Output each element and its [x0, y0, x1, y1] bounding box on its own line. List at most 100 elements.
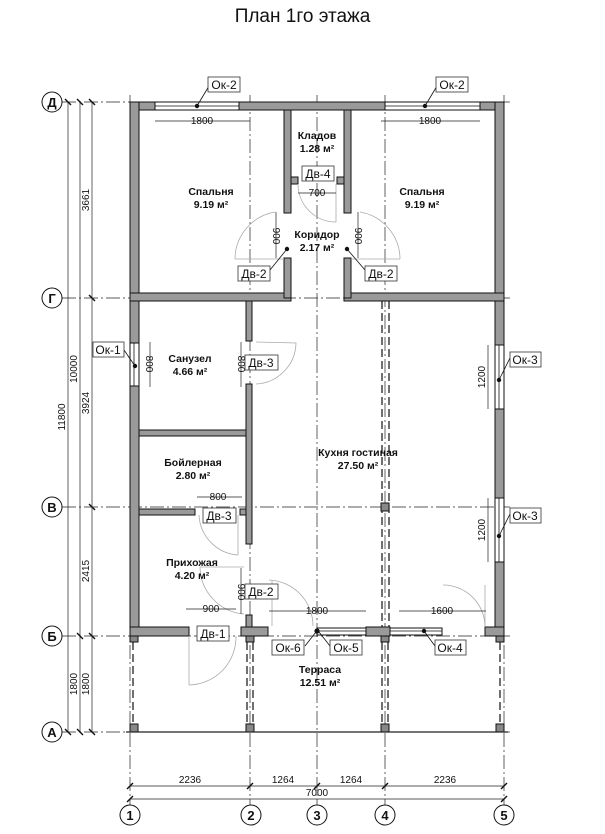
tag-dv2-hall: Дв-2 — [248, 585, 273, 599]
dim-overall-width: 7000 — [306, 788, 329, 799]
door-dv2-left-swing — [234, 211, 276, 260]
tick — [76, 728, 84, 736]
wall-g-right — [343, 292, 505, 302]
axis-label-v: В — [47, 500, 56, 515]
horizontal-dimensions: 2236 1264 1264 2236 7000 — [126, 775, 508, 803]
axis-label-5: 5 — [500, 808, 507, 823]
window-ok4 — [389, 627, 443, 636]
axis-label-1: 1 — [126, 808, 133, 823]
tag-ok5: Ок-5 — [333, 641, 359, 655]
opening-tags: Ок-2 Ок-2 Дв-4 Дв-2 Дв-2 Ок-1 Дв-3 Ок-3 — [92, 76, 542, 656]
axis-label-3: 3 — [313, 808, 320, 823]
window-ok3-top — [494, 344, 505, 410]
room-name-closet: Кладов — [298, 130, 337, 142]
tag-dv1: Дв-1 — [200, 627, 225, 641]
leader — [318, 631, 331, 647]
leader — [269, 248, 288, 271]
dim-v-b: 2415 — [81, 559, 92, 582]
post-a1 — [129, 723, 139, 733]
leader — [424, 85, 438, 107]
tag-dv2-right: Дв-2 — [368, 267, 393, 281]
tag-ok6: Ок-6 — [275, 641, 301, 655]
tick — [500, 795, 508, 803]
tick — [88, 503, 96, 511]
tag-dv2-left-box — [237, 265, 271, 282]
dim-b-a-outer: 1800 — [69, 672, 80, 695]
col-axis-lines — [129, 95, 505, 805]
tick — [246, 782, 254, 790]
wall-boiler-left — [138, 508, 196, 516]
wall-bottom-4 — [484, 626, 505, 637]
dim-c4-c5: 2236 — [434, 775, 457, 786]
tag-ok1: Ок-1 — [95, 343, 121, 357]
leader-dot — [284, 246, 290, 252]
post-b4 — [380, 635, 390, 643]
dim-door-dv1: 900 — [203, 604, 220, 615]
window-ok3-bottom — [494, 497, 505, 563]
tick — [76, 632, 84, 640]
wall-closet-stub-right — [336, 176, 345, 185]
dim-c3-c4: 1264 — [340, 775, 363, 786]
dim-win-ok3-bottom: 1200 — [477, 518, 488, 541]
room-name-bathroom: Санузел — [168, 353, 211, 365]
dim-overall-height: 11800 — [57, 403, 68, 431]
door-terrace-right-swing — [442, 584, 486, 627]
room-name-corridor: Коридор — [294, 229, 339, 241]
tag-ok6-box — [271, 639, 305, 656]
room-area-closet: 1.28 м² — [300, 143, 335, 155]
wall-corridor-right — [343, 257, 352, 299]
tag-ok3-top-box — [509, 351, 542, 368]
tag-dv3-bottom: Дв-3 — [206, 509, 231, 523]
tag-ok4: Ок-4 — [437, 641, 463, 655]
dim-win-ok1: 800 — [143, 356, 154, 373]
dim-c1-c2: 2236 — [179, 775, 202, 786]
vertical-dimensions: 11800 10000 3661 3924 2415 1800 1800 — [57, 98, 96, 736]
wall-hall-stub — [245, 614, 253, 628]
axis-label-g: Г — [48, 291, 56, 306]
axis-bubble-a — [41, 721, 63, 743]
dim-main-height: 10000 — [69, 355, 80, 383]
dim-door-dv2-left: 900 — [270, 228, 281, 245]
tag-dv4-box — [301, 165, 335, 182]
dim-ticks-bottom — [126, 782, 508, 803]
axis-label-2: 2 — [247, 808, 254, 823]
dim-d-g: 3661 — [81, 188, 92, 211]
room-area-hallway: 4.20 м² — [175, 570, 210, 582]
room-area-bedroom-right: 9.19 м² — [405, 199, 440, 211]
leader-dot — [422, 103, 428, 109]
leader-dot — [496, 377, 502, 383]
dim-door-dv2-hall: 900 — [235, 584, 246, 601]
tag-ok3-top: Ок-3 — [512, 353, 538, 367]
wall-closet-stub-left — [290, 176, 299, 185]
post-b1 — [129, 635, 139, 643]
opening-dimensions: 1800 1800 700 900 900 800 800 800 1200 1… — [143, 116, 489, 617]
tag-dv2-hall-box — [244, 583, 279, 600]
tick — [88, 632, 96, 640]
tag-ok1-box — [92, 341, 125, 358]
dim-door-dv3-bottom: 800 — [210, 492, 227, 503]
wall-bath-upper — [245, 300, 253, 342]
wall-bath-lower — [245, 383, 253, 545]
door-dv4-swing — [297, 183, 337, 223]
axis-bubble-3 — [306, 804, 328, 826]
post-a4 — [380, 723, 390, 733]
wall-bottom-3 — [365, 626, 391, 637]
dim-win-top-left: 1800 — [191, 116, 214, 127]
tag-dv1-box — [196, 625, 230, 642]
tag-ok3-bottom: Ок-3 — [512, 509, 538, 523]
post-a5 — [495, 723, 505, 733]
axis-label-4: 4 — [381, 808, 389, 823]
tick — [126, 795, 134, 803]
tick — [126, 782, 134, 790]
room-area-kitchen: 27.50 м² — [338, 460, 379, 472]
tag-dv3-top: Дв-3 — [248, 356, 273, 370]
dim-door-dv2-right: 900 — [352, 228, 363, 245]
wall-bath-boiler — [138, 429, 247, 437]
room-area-boiler: 2.80 м² — [176, 470, 211, 482]
wall-bottom-1 — [129, 626, 190, 637]
leader — [346, 248, 366, 271]
post-a2 — [245, 723, 255, 733]
post-b5 — [495, 635, 505, 643]
dim-win-ok5-6: 1800 — [306, 606, 329, 617]
